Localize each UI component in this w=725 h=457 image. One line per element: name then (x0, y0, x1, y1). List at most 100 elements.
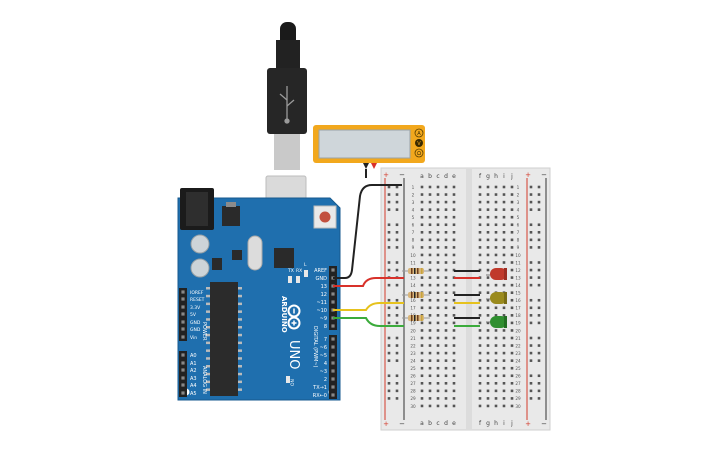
rail-hole[interactable] (529, 268, 533, 272)
breadboard-hole[interactable] (486, 223, 490, 227)
breadboard-hole[interactable] (444, 261, 448, 264)
breadboard-hole[interactable] (444, 359, 448, 362)
resistor-1[interactable] (402, 268, 430, 274)
breadboard-hole[interactable] (478, 185, 482, 189)
breadboard-hole[interactable] (478, 223, 482, 227)
breadboard-hole[interactable] (486, 389, 490, 393)
breadboard-hole[interactable] (486, 261, 490, 264)
breadboard-hole[interactable] (502, 283, 506, 287)
breadboard-hole[interactable] (428, 404, 432, 408)
led-red[interactable] (486, 268, 507, 280)
breadboard-hole[interactable] (420, 238, 424, 242)
breadboard-hole[interactable] (510, 374, 514, 378)
breadboard-hole[interactable] (478, 306, 482, 310)
rail-hole[interactable] (529, 208, 533, 211)
breadboard-hole[interactable] (428, 291, 432, 294)
breadboard-hole[interactable] (494, 336, 498, 340)
breadboard-hole[interactable] (510, 351, 514, 355)
led-green[interactable] (486, 316, 507, 328)
breadboard-hole[interactable] (452, 314, 456, 317)
breadboard-hole[interactable] (486, 329, 490, 332)
breadboard-hole[interactable] (428, 344, 432, 347)
header-pin[interactable] (331, 268, 335, 272)
header-pin[interactable] (331, 300, 335, 304)
breadboard-hole[interactable] (452, 291, 456, 294)
rail-hole[interactable] (387, 298, 391, 302)
breadboard-hole[interactable] (502, 359, 506, 362)
header-pin[interactable] (181, 368, 185, 372)
breadboard-hole[interactable] (494, 374, 498, 378)
rail-hole[interactable] (529, 374, 533, 378)
breadboard-hole[interactable] (502, 306, 506, 310)
breadboard-hole[interactable] (444, 276, 448, 279)
breadboard-hole[interactable] (420, 351, 424, 355)
breadboard-hole[interactable] (502, 344, 506, 347)
header-pin[interactable] (331, 369, 335, 373)
breadboard-hole[interactable] (420, 215, 424, 219)
breadboard-hole[interactable] (452, 374, 456, 378)
breadboard-hole[interactable] (436, 246, 440, 249)
breadboard-hole[interactable] (478, 344, 482, 347)
rail-hole[interactable] (387, 314, 391, 317)
breadboard-hole[interactable] (436, 223, 440, 227)
breadboard-hole[interactable] (486, 276, 490, 279)
breadboard-hole[interactable] (420, 261, 424, 264)
breadboard-hole[interactable] (436, 231, 440, 234)
header-pin[interactable] (331, 361, 335, 365)
rail-hole[interactable] (387, 321, 391, 325)
breadboard-hole[interactable] (478, 336, 482, 340)
breadboard-hole[interactable] (494, 253, 498, 257)
header-pin[interactable] (181, 320, 185, 324)
rail-hole[interactable] (537, 283, 541, 287)
breadboard-hole[interactable] (510, 344, 514, 347)
rail-hole[interactable] (395, 374, 399, 378)
rail-hole[interactable] (387, 344, 391, 347)
breadboard-hole[interactable] (478, 253, 482, 257)
breadboard-hole[interactable] (428, 321, 432, 325)
rail-hole[interactable] (537, 359, 541, 362)
multimeter-mode-a[interactable]: A (414, 128, 424, 138)
breadboard-hole[interactable] (494, 261, 498, 264)
rail-hole[interactable] (529, 185, 533, 189)
breadboard-hole[interactable] (436, 314, 440, 317)
breadboard-hole[interactable] (436, 329, 440, 332)
rail-hole[interactable] (529, 246, 533, 249)
rail-hole[interactable] (395, 200, 399, 204)
rail-hole[interactable] (537, 208, 541, 211)
breadboard-hole[interactable] (436, 291, 440, 294)
breadboard-hole[interactable] (494, 246, 498, 249)
breadboard-hole[interactable] (486, 268, 490, 272)
breadboard-hole[interactable] (510, 359, 514, 362)
rail-hole[interactable] (395, 238, 399, 242)
resistor-3[interactable] (402, 315, 430, 321)
breadboard-hole[interactable] (420, 374, 424, 378)
arduino-uno[interactable]: TX RX L ON ARDUINO UNO POWER ANALOG IN D… (177, 188, 341, 401)
breadboard-hole[interactable] (502, 223, 506, 227)
header-pin[interactable] (331, 324, 335, 328)
breadboard-hole[interactable] (486, 238, 490, 242)
wire-gnd-black[interactable] (333, 184, 402, 279)
rail-hole[interactable] (537, 200, 541, 204)
breadboard-hole[interactable] (420, 359, 424, 362)
rail-hole[interactable] (529, 389, 533, 393)
breadboard-hole[interactable] (428, 253, 432, 257)
breadboard-hole[interactable] (510, 404, 514, 408)
breadboard-hole[interactable] (452, 208, 456, 211)
breadboard-hole[interactable] (428, 261, 432, 264)
breadboard-hole[interactable] (502, 193, 506, 196)
wires[interactable] (333, 169, 480, 327)
rail-hole[interactable] (529, 397, 533, 400)
breadboard-hole[interactable] (452, 329, 456, 332)
breadboard-hole[interactable] (436, 238, 440, 242)
breadboard-hole[interactable] (420, 283, 424, 287)
rail-hole[interactable] (395, 397, 399, 400)
rail-hole[interactable] (529, 231, 533, 234)
breadboard-hole[interactable] (478, 215, 482, 219)
breadboard-hole[interactable] (510, 185, 514, 189)
rail-hole[interactable] (529, 344, 533, 347)
breadboard-hole[interactable] (444, 374, 448, 378)
rail-hole[interactable] (537, 261, 541, 264)
header-pin[interactable] (181, 361, 185, 365)
rail-hole[interactable] (529, 336, 533, 340)
